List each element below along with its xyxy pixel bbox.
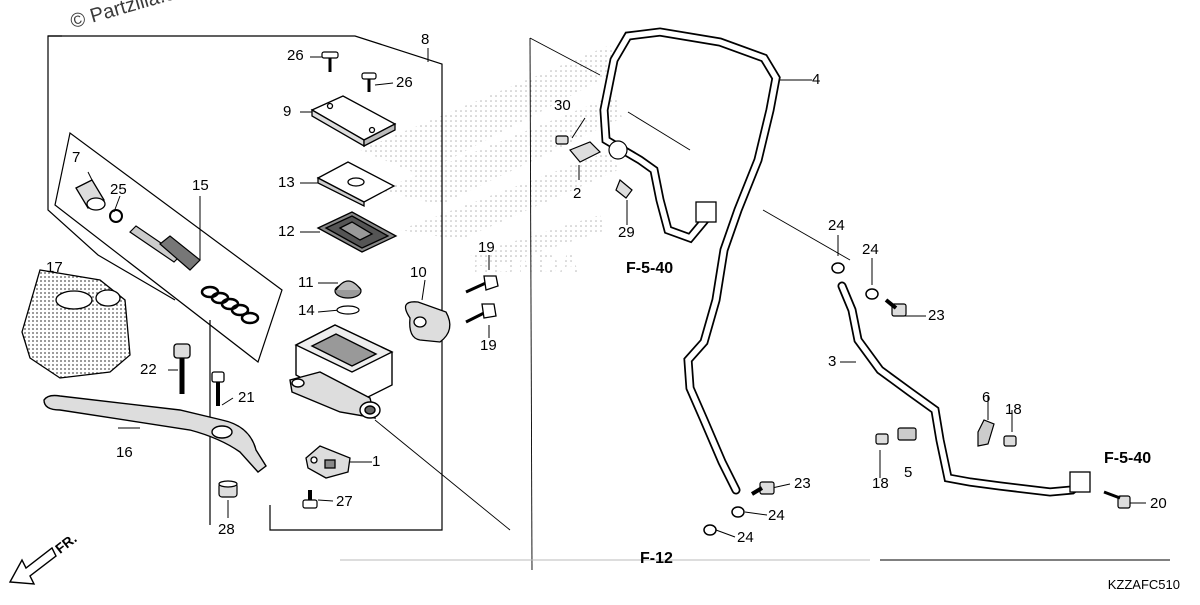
part-label-9: 9 — [283, 103, 292, 120]
reference-label-f-5-40: F-5-40 — [626, 260, 674, 277]
part-label-23: 23 — [794, 475, 811, 492]
front-arrow-icon — [8, 546, 57, 585]
oil-bolt-icon — [750, 298, 1131, 509]
diaphragm-plate-icon — [316, 161, 396, 208]
brake-switch-icon — [305, 445, 351, 479]
part-label-28: 28 — [218, 521, 235, 538]
diaphragm-icon — [316, 211, 398, 253]
part-label-15: 15 — [192, 177, 209, 194]
part-label-13: 13 — [278, 174, 295, 191]
reference-label-f-5-40: F-5-40 — [1104, 450, 1152, 467]
brake-hose-lower-icon — [837, 281, 1091, 497]
brake-lever-icon — [43, 394, 267, 473]
screw-27-icon — [302, 490, 318, 509]
float-icon — [334, 280, 362, 315]
part-label-1: 1 — [372, 453, 381, 470]
master-cylinder-group-frame — [47, 35, 443, 531]
leader-lines — [87, 48, 1146, 538]
hose-clamp-icon — [897, 419, 995, 447]
explode-lines — [340, 37, 1170, 571]
bolt-19-icon — [465, 275, 499, 324]
sealing-washer-icon — [703, 262, 879, 536]
part-label-19: 19 — [480, 337, 497, 354]
part-label-17: 17 — [46, 259, 63, 276]
piston-icon — [129, 225, 260, 325]
part-label-24: 24 — [737, 529, 754, 546]
circlip-icon — [109, 209, 123, 223]
brand-logo-watermark: HONDA — [360, 45, 622, 282]
part-label-24: 24 — [768, 507, 785, 524]
part-label-11: 11 — [298, 274, 314, 291]
part-label-30: 30 — [554, 97, 571, 114]
part-label-8: 8 — [421, 31, 430, 48]
part-label-18: 18 — [872, 475, 889, 492]
diagram-code: KZZAFC510 — [1107, 577, 1180, 592]
part-label-7: 7 — [72, 149, 81, 166]
part-label-21: 21 — [238, 389, 255, 406]
part-label-19: 19 — [478, 239, 495, 256]
part-label-5: 5 — [904, 464, 913, 481]
part-label-22: 22 — [140, 361, 157, 378]
reservoir-cover-icon — [310, 95, 397, 148]
part-label-26: 26 — [396, 74, 413, 91]
part-label-10: 10 — [410, 264, 427, 281]
part-label-4: 4 — [812, 71, 821, 88]
part-label-24: 24 — [828, 217, 845, 234]
part-label-29: 29 — [618, 224, 635, 241]
screw-26-icon — [321, 51, 377, 92]
reference-label-f-12: F-12 — [640, 550, 673, 567]
part-label-16: 16 — [116, 444, 133, 461]
part-label-23: 23 — [928, 307, 945, 324]
part-label-18: 18 — [1005, 401, 1022, 418]
brake-hose-upper-icon — [599, 27, 781, 495]
part-label-2: 2 — [573, 185, 582, 202]
master-cylinder-body-icon — [289, 324, 394, 419]
holder-icon — [404, 301, 451, 343]
boot-icon — [75, 179, 106, 211]
part-label-6: 6 — [982, 389, 991, 406]
part-label-26: 26 — [287, 47, 304, 64]
part-label-20: 20 — [1150, 495, 1167, 512]
pivot-nut-icon — [211, 371, 225, 406]
nut-28-icon — [218, 480, 238, 498]
part-label-24: 24 — [862, 241, 879, 258]
joint-clip-icon — [555, 135, 633, 199]
piston-kit-frame — [54, 131, 283, 363]
reservoir-protector-icon — [21, 269, 131, 379]
part-label-14: 14 — [298, 302, 315, 319]
part-label-25: 25 — [110, 181, 127, 198]
pivot-bolt-icon — [173, 343, 191, 394]
part-label-12: 12 — [278, 223, 295, 240]
part-label-27: 27 — [336, 493, 353, 510]
part-label-3: 3 — [828, 353, 837, 370]
